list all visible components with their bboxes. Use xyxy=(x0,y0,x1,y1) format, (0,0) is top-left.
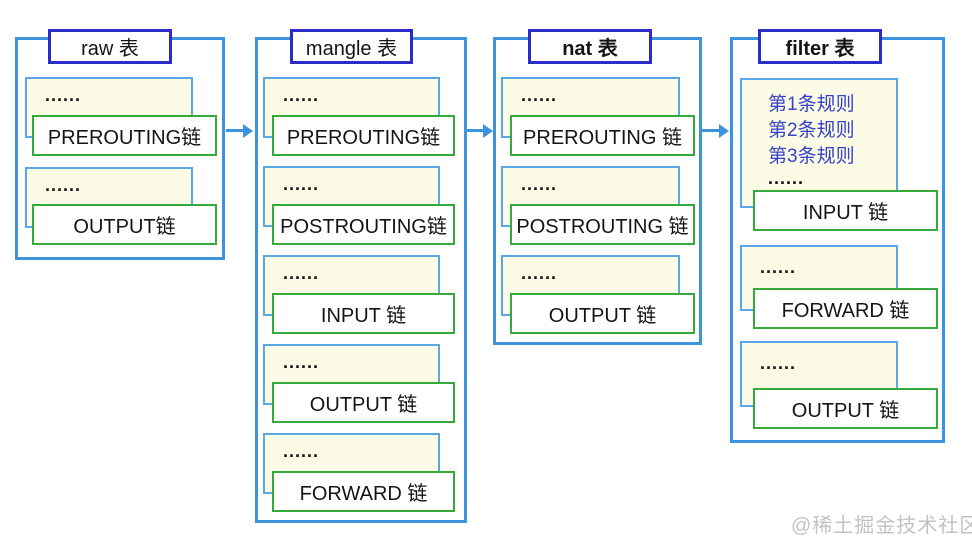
ellipsis-text: ...... xyxy=(521,174,558,194)
filter-rule-1: 第1条规则 xyxy=(768,94,855,115)
mangle-output-chain: OUTPUT 链 xyxy=(272,382,455,423)
filter-forward-chain: FORWARD 链 xyxy=(753,288,938,329)
filter-table-title: filter 表 xyxy=(758,29,882,64)
filter-output-chain: OUTPUT 链 xyxy=(753,388,938,429)
ellipsis-text: ...... xyxy=(760,257,797,277)
nat-prerouting-chain: PREROUTING 链 xyxy=(510,115,695,156)
arrow-nat-to-filter xyxy=(702,124,729,138)
mangle-table-title: mangle 表 xyxy=(290,29,413,64)
ellipsis-text: ...... xyxy=(283,85,320,105)
arrow-head-icon xyxy=(719,124,729,138)
arrow-shaft xyxy=(702,129,721,132)
ellipsis-text: ...... xyxy=(768,168,805,188)
raw-prerouting-chain: PREROUTING链 xyxy=(32,115,217,156)
mangle-input-chain: INPUT 链 xyxy=(272,293,455,334)
nat-table-title: nat 表 xyxy=(528,29,652,64)
ellipsis-text: ...... xyxy=(45,175,82,195)
ellipsis-text: ...... xyxy=(760,353,797,373)
mangle-postrouting-chain: POSTROUTING链 xyxy=(272,204,455,245)
ellipsis-text: ...... xyxy=(283,174,320,194)
arrow-mangle-to-nat xyxy=(466,124,493,138)
nat-postrouting-chain: POSTROUTING 链 xyxy=(510,204,695,245)
ellipsis-text: ...... xyxy=(283,263,320,283)
mangle-forward-chain: FORWARD 链 xyxy=(272,471,455,512)
filter-rules-note: 第1条规则 第2条规则 第3条规则 ...... xyxy=(740,78,898,208)
watermark: @稀土掘金技术社区 xyxy=(791,515,972,537)
ellipsis-text: ...... xyxy=(283,441,320,461)
ellipsis-text: ...... xyxy=(521,263,558,283)
arrow-raw-to-mangle xyxy=(226,124,253,138)
filter-rules-list: 第1条规则 第2条规则 第3条规则 xyxy=(768,92,855,170)
ellipsis-text: ...... xyxy=(521,85,558,105)
filter-input-chain: INPUT 链 xyxy=(753,190,938,231)
nat-output-chain: OUTPUT 链 xyxy=(510,293,695,334)
filter-rule-2: 第2条规则 xyxy=(768,120,855,141)
arrow-head-icon xyxy=(243,124,253,138)
filter-rule-3: 第3条规则 xyxy=(768,146,855,167)
arrow-shaft xyxy=(226,129,245,132)
arrow-head-icon xyxy=(483,124,493,138)
raw-table-title: raw 表 xyxy=(48,29,172,64)
ellipsis-text: ...... xyxy=(283,352,320,372)
raw-output-chain: OUTPUT链 xyxy=(32,204,217,245)
arrow-shaft xyxy=(466,129,485,132)
mangle-prerouting-chain: PREROUTING链 xyxy=(272,115,455,156)
ellipsis-text: ...... xyxy=(45,85,82,105)
